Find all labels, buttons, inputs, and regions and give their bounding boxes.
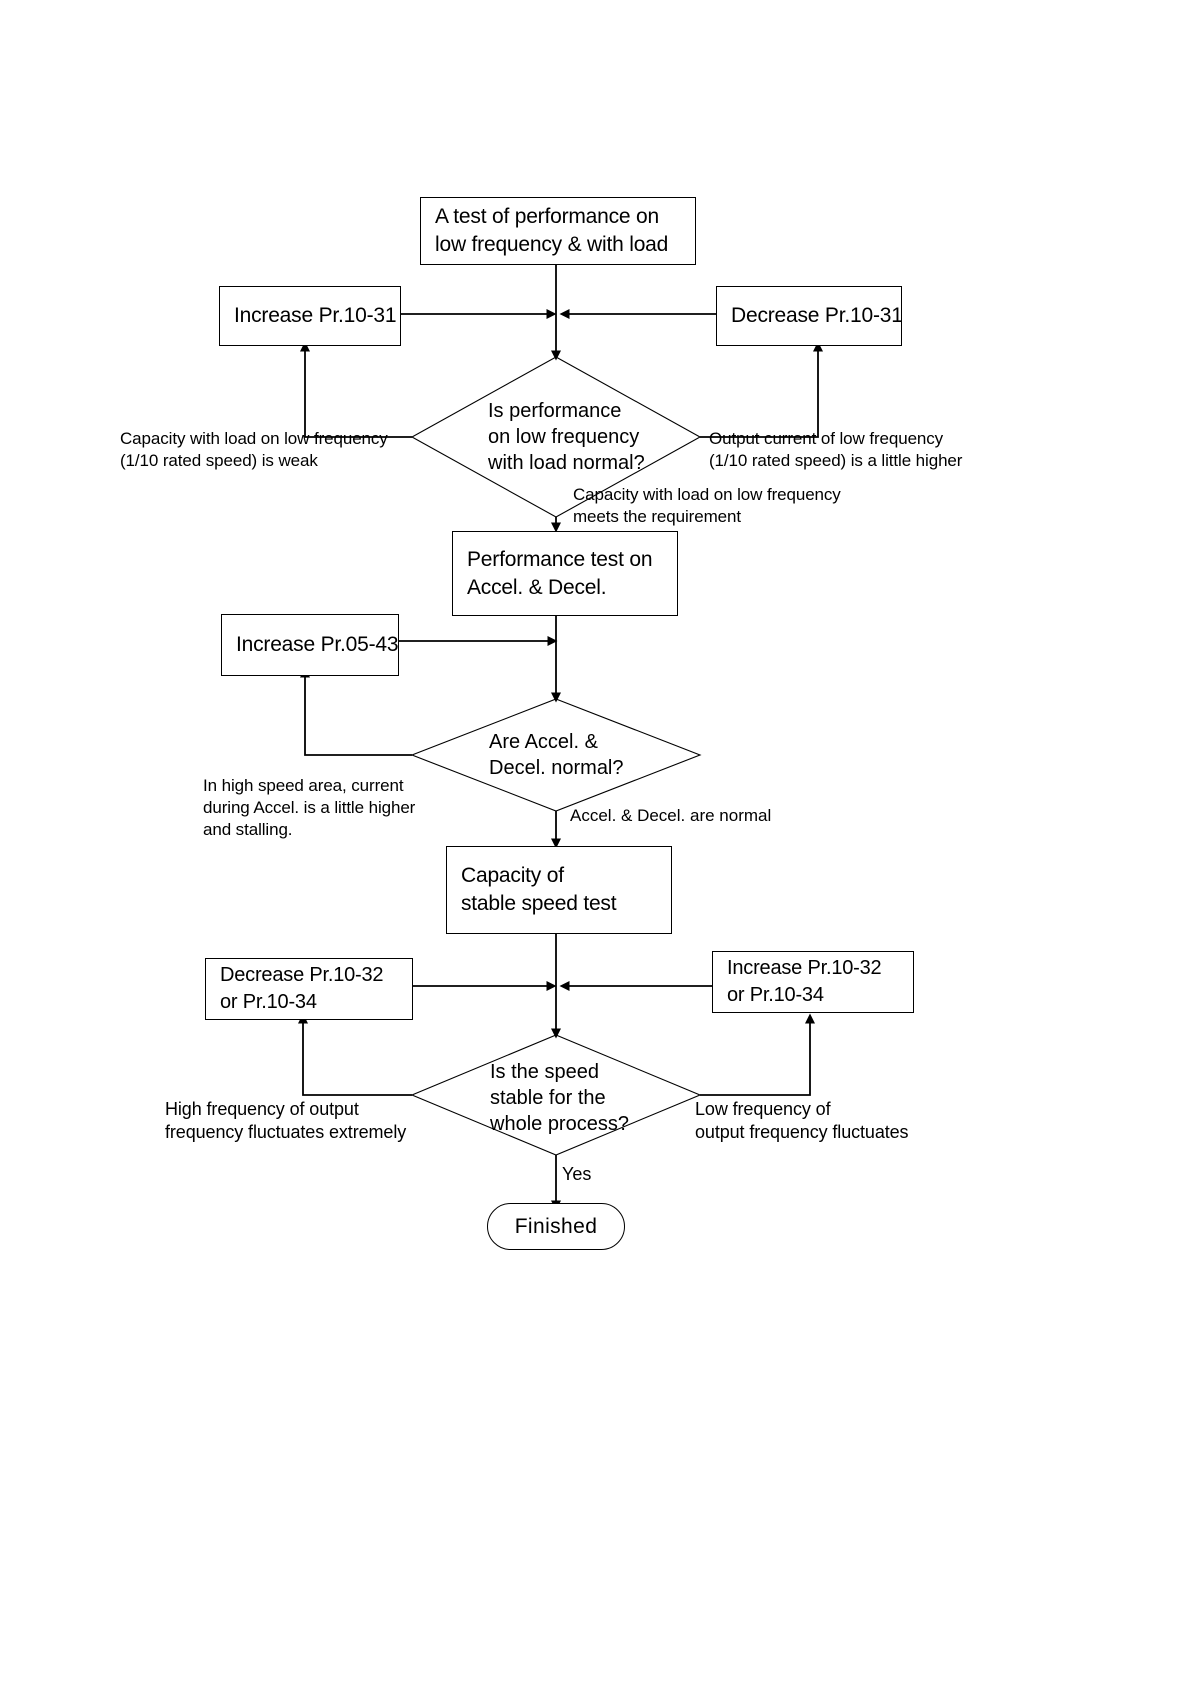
node-increase-pr-10-32-line-1: Increase Pr.10-32	[727, 957, 882, 979]
annotation-low-freq-down-line-2: meets the requirement	[573, 507, 741, 526]
annotation-speed-left-line-1: High frequency of output	[165, 1099, 359, 1119]
annotation-low-freq-left-line-2: (1/10 rated speed) is weak	[120, 451, 318, 470]
node-increase-pr-10-31[interactable]: Increase Pr.10-31	[219, 286, 401, 346]
edge-label-accel-normal: Accel. & Decel. are normal	[570, 805, 771, 827]
node-start-test-line-1: A test of performance on	[435, 205, 659, 228]
node-increase-pr-10-32[interactable]: Increase Pr.10-32 or Pr.10-34	[712, 951, 914, 1013]
annotation-speed-right: Low frequency of output frequency fluctu…	[695, 1098, 909, 1144]
annotation-low-freq-down: Capacity with load on low frequency meet…	[573, 484, 841, 528]
node-stable-speed-test[interactable]: Capacity of stable speed test	[446, 846, 672, 934]
node-increase-pr-05-43-line-1: Increase Pr.05-43	[236, 633, 399, 656]
annotation-speed-left: High frequency of output frequency fluct…	[165, 1098, 406, 1144]
node-accel-decel-test-line-2: Accel. & Decel.	[467, 575, 607, 599]
annotation-low-freq-right: Output current of low frequency (1/10 ra…	[709, 428, 962, 472]
node-increase-pr-10-32-line-2: or Pr.10-34	[727, 984, 824, 1006]
annotation-speed-right-line-2: output frequency fluctuates	[695, 1122, 909, 1142]
node-decrease-pr-10-32[interactable]: Decrease Pr.10-32 or Pr.10-34	[205, 958, 413, 1020]
annotation-speed-right-line-1: Low frequency of	[695, 1099, 831, 1119]
annotation-low-freq-right-line-1: Output current of low frequency	[709, 429, 944, 448]
annotation-accel-left-line-1: In high speed area, current	[203, 776, 404, 795]
annotation-low-freq-right-line-2: (1/10 rated speed) is a little higher	[709, 451, 963, 470]
edge-label-yes: Yes	[562, 1163, 591, 1185]
node-increase-pr-10-31-line-1: Increase Pr.10-31	[234, 304, 397, 327]
node-decrease-pr-10-31-line-1: Decrease Pr.10-31	[731, 304, 903, 327]
node-stable-speed-test-line-2: stable speed test	[461, 892, 617, 915]
annotation-accel-left-line-2: during Accel. is a little higher	[203, 798, 416, 817]
node-finished-label: Finished	[514, 1214, 598, 1238]
node-stable-speed-test-line-1: Capacity of	[461, 864, 564, 887]
annotation-low-freq-left: Capacity with load on low frequency (1/1…	[120, 428, 388, 472]
annotation-speed-left-line-2: frequency fluctuates extremely	[165, 1122, 407, 1142]
node-finished[interactable]: Finished	[487, 1203, 625, 1250]
node-start-test-line-2: low frequency & with load	[435, 233, 669, 256]
annotation-low-freq-left-line-1: Capacity with load on low frequency	[120, 429, 388, 448]
node-decrease-pr-10-32-line-1: Decrease Pr.10-32	[220, 964, 384, 986]
node-accel-decel-test-line-1: Performance test on	[467, 547, 653, 571]
node-start-test[interactable]: A test of performance on low frequency &…	[420, 197, 696, 265]
annotation-low-freq-down-line-1: Capacity with load on low frequency	[573, 485, 841, 504]
annotation-accel-left: In high speed area, current during Accel…	[203, 775, 415, 841]
node-accel-decel-test[interactable]: Performance test on Accel. & Decel.	[452, 531, 678, 616]
edge-label-accel-normal-text: Accel. & Decel. are normal	[570, 806, 772, 825]
node-decrease-pr-10-31[interactable]: Decrease Pr.10-31	[716, 286, 903, 346]
edge-label-yes-text: Yes	[562, 1164, 592, 1184]
node-decrease-pr-10-32-line-2: or Pr.10-34	[220, 991, 317, 1013]
annotation-accel-left-line-3: and stalling.	[203, 820, 293, 839]
node-increase-pr-05-43[interactable]: Increase Pr.05-43	[221, 614, 399, 676]
